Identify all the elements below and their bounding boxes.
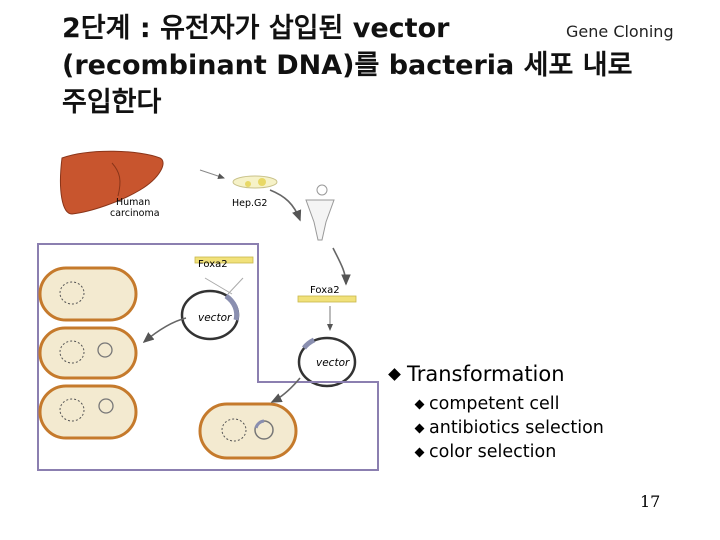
cell xyxy=(245,181,251,187)
bullet-sub-text: competent cell xyxy=(429,394,560,414)
cell xyxy=(258,178,266,186)
diamond-bullet-icon xyxy=(388,367,401,381)
bullet-sub-item: competent cell xyxy=(414,394,604,414)
diamond-bullet-icon xyxy=(414,447,425,457)
bacteria-cell xyxy=(38,266,138,322)
plasmid-vector-2 xyxy=(297,336,357,388)
bullet-main-text: Transformation xyxy=(407,362,565,386)
liver-label-line1: Human xyxy=(116,197,150,208)
vector-label-1: vector xyxy=(198,312,232,324)
page-number: 17 xyxy=(640,492,661,511)
tube-cap xyxy=(316,184,328,196)
bacteria-panel-frame xyxy=(37,243,379,471)
slide-title: 2단계 : 유전자가 삽입된 vector (recombinant DNA)를… xyxy=(62,13,633,118)
bullet-sub-text: antibiotics selection xyxy=(429,418,604,438)
bacteria-cell xyxy=(38,326,138,380)
cell-label: Hep.G2 xyxy=(232,198,267,209)
bullet-sub-item: color selection xyxy=(414,442,604,462)
vector-label-2: vector xyxy=(316,357,350,369)
bullet-sub-item: antibiotics selection xyxy=(414,418,604,438)
test-tube-icon xyxy=(305,199,335,241)
bacteria-cell xyxy=(38,384,138,440)
bullet-sub-text: color selection xyxy=(429,442,557,462)
bullet-list: Transformation competent cell antibiotic… xyxy=(388,362,604,466)
cell-dish xyxy=(232,175,278,189)
gene-bar-1 xyxy=(194,256,254,264)
gene-label-1: Foxa2 xyxy=(198,259,228,270)
diamond-bullet-icon xyxy=(414,399,425,409)
bullet-main: Transformation xyxy=(388,362,604,386)
bacteria-cell-transformed xyxy=(198,402,298,460)
gene-bar-2 xyxy=(297,295,357,303)
diamond-bullet-icon xyxy=(414,423,425,433)
slide-corner-label: Gene Cloning xyxy=(566,22,674,41)
liver-image xyxy=(59,150,164,215)
gene-label-2: Foxa2 xyxy=(310,285,340,296)
liver-label-line2: carcinoma xyxy=(110,208,160,219)
